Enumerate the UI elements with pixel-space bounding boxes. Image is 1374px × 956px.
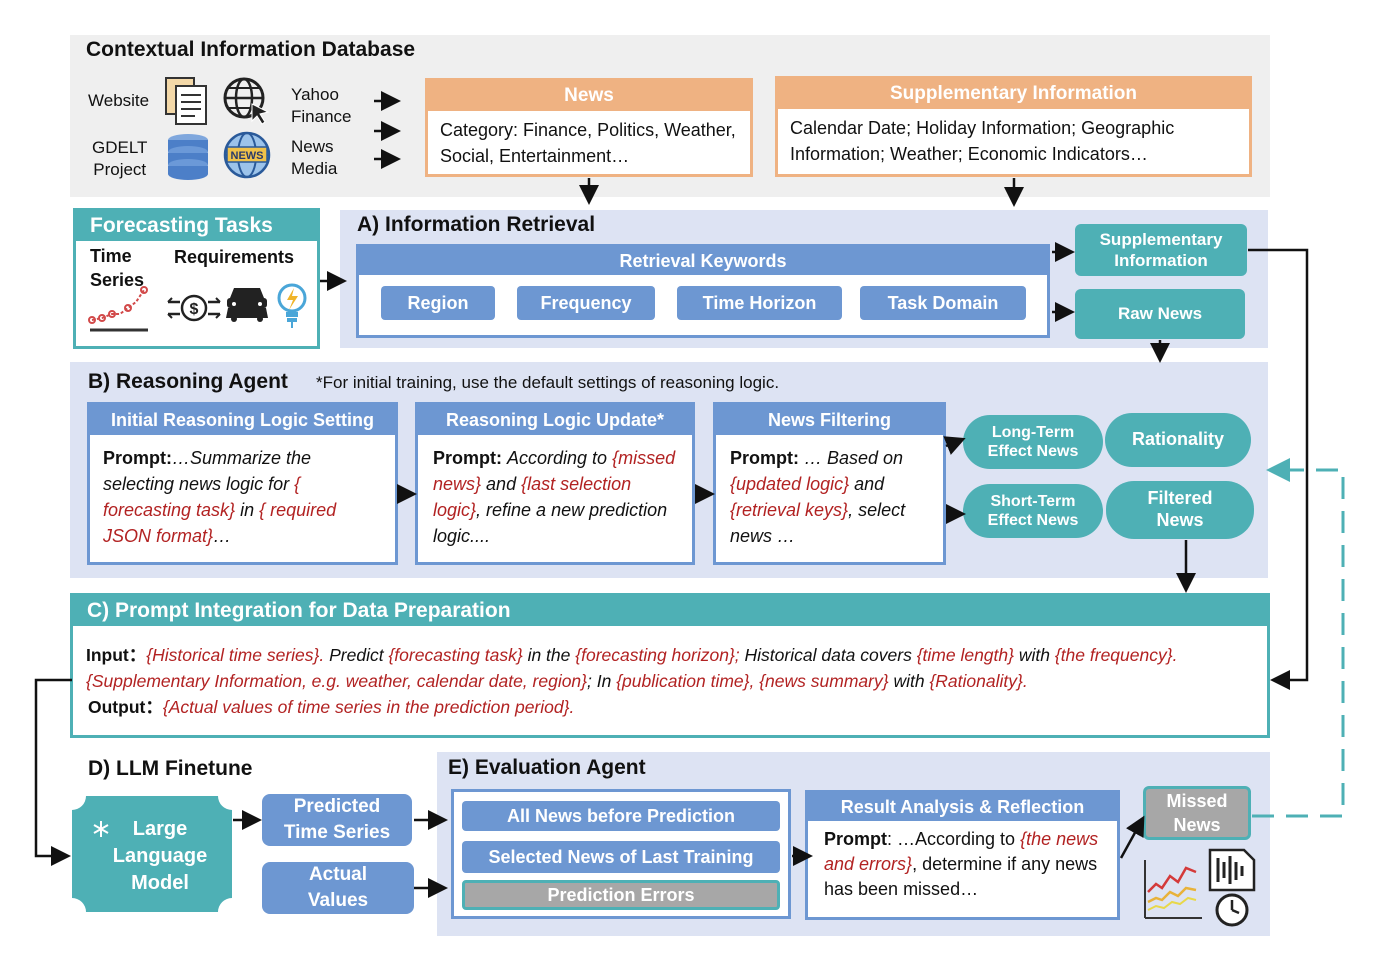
globe-cursor-icon bbox=[223, 77, 270, 125]
keyword-region: Region bbox=[381, 286, 495, 320]
database-title: Contextual Information Database bbox=[86, 38, 416, 61]
llm-model-node: Large Language Model bbox=[72, 796, 232, 912]
time-series-chart-icon bbox=[88, 286, 148, 332]
result-analysis-head: Result Analysis & Reflection bbox=[808, 793, 1117, 821]
news-filtering-prompt: Prompt: … Based on {updated logic} and {… bbox=[730, 448, 906, 546]
news-badge-text: NEWS bbox=[231, 150, 264, 162]
analysis-chart-icon bbox=[1144, 860, 1202, 919]
source-website-label: Website bbox=[88, 91, 150, 110]
svg-text:$: $ bbox=[190, 301, 199, 318]
predicted-time-series: Predicted Time Series bbox=[262, 794, 412, 846]
information-retrieval-title: A) Information Retrieval bbox=[357, 213, 596, 236]
prompt-integration-box: C) Prompt Integration for Data Preparati… bbox=[70, 593, 1270, 738]
initial-reasoning-prompt: Prompt:…Summarize the selecting news log… bbox=[103, 448, 337, 546]
output-label: Output： bbox=[88, 697, 163, 717]
input-label: Input： bbox=[86, 645, 147, 665]
database-cylinder-icon bbox=[168, 134, 208, 180]
energy-bulb-icon bbox=[277, 283, 307, 328]
result-analysis-card: Result Analysis & Reflection Prompt: …Ac… bbox=[805, 790, 1120, 920]
actual-values: Actual Values bbox=[262, 862, 414, 914]
news-filtering-card: News Filtering Prompt: … Based on {updat… bbox=[713, 402, 946, 565]
snowflake-icon bbox=[93, 821, 109, 837]
llm-label: Large Language Model bbox=[112, 818, 208, 894]
supplementary-info-box: Supplementary Information Calendar Date;… bbox=[775, 76, 1252, 177]
all-news-before-prediction: All News before Prediction bbox=[462, 801, 780, 831]
llm-finetune-title: D) LLM Finetune bbox=[88, 757, 253, 780]
supplementary-items: Calendar Date; Holiday Information; Geog… bbox=[790, 118, 1175, 164]
missed-news-node: Missed News bbox=[1143, 786, 1251, 840]
report-clock-icon bbox=[1208, 848, 1256, 927]
source-yahoo-label: Yahoo Finance bbox=[291, 85, 352, 126]
reasoning-update-prompt: Prompt: According to {missed news} and {… bbox=[433, 448, 676, 546]
retrieval-keywords-head: Retrieval Keywords bbox=[359, 247, 1047, 275]
finance-exchange-icon: $ bbox=[167, 294, 221, 322]
result-analysis-prompt: Prompt: …According to {the news and erro… bbox=[824, 829, 1099, 899]
prediction-errors: Prediction Errors bbox=[462, 880, 780, 910]
retrieved-supplementary-info: Supplementary Information bbox=[1075, 224, 1247, 276]
integration-output-text: Output：{Actual values of time series in … bbox=[88, 697, 575, 717]
short-term-effect-news: Short-Term Effect News bbox=[963, 484, 1103, 538]
source-newsmedia-label: News Media bbox=[291, 137, 338, 178]
initial-reasoning-card: Initial Reasoning Logic Setting Prompt:…… bbox=[87, 402, 398, 565]
keyword-time-horizon: Time Horizon bbox=[677, 286, 842, 320]
requirements-label: Requirements bbox=[174, 247, 295, 267]
reasoning-update-card: Reasoning Logic Update* Prompt: Accordin… bbox=[415, 402, 695, 565]
news-categories: Category: Finance, Politics, Weather, So… bbox=[440, 120, 736, 166]
supplementary-head: Supplementary Information bbox=[778, 79, 1249, 109]
keyword-frequency: Frequency bbox=[517, 286, 655, 320]
news-category-box: News Category: Finance, Politics, Weathe… bbox=[425, 78, 753, 177]
news-filtering-head: News Filtering bbox=[716, 405, 943, 435]
source-gdelt-label: GDELT Project bbox=[92, 138, 148, 179]
news-globe-icon: NEWS bbox=[223, 131, 271, 179]
time-series-label: Time Series bbox=[90, 246, 145, 290]
reasoning-update-head: Reasoning Logic Update* bbox=[418, 405, 692, 435]
rationality-node: Rationality bbox=[1105, 413, 1251, 467]
filtered-news-node: Filtered News bbox=[1106, 481, 1254, 539]
long-term-effect-news: Long-Term Effect News bbox=[963, 415, 1103, 469]
retrieved-raw-news: Raw News bbox=[1075, 289, 1245, 339]
website-document-icon bbox=[165, 77, 207, 125]
initial-reasoning-head: Initial Reasoning Logic Setting bbox=[90, 405, 395, 435]
selected-news-last-training: Selected News of Last Training bbox=[462, 841, 780, 873]
reasoning-note: *For initial training, use the default s… bbox=[316, 373, 780, 392]
integration-input-text: Input：{Historical time series}. Predict … bbox=[86, 645, 1178, 691]
keyword-task-domain: Task Domain bbox=[860, 286, 1026, 320]
forecasting-tasks-title: Forecasting Tasks bbox=[76, 211, 317, 241]
news-head: News bbox=[428, 81, 750, 111]
reasoning-agent-title: B) Reasoning Agent bbox=[88, 370, 288, 393]
evaluation-agent-title: E) Evaluation Agent bbox=[448, 756, 646, 779]
prompt-integration-title: C) Prompt Integration for Data Preparati… bbox=[73, 596, 1267, 626]
traffic-cars-icon bbox=[226, 288, 268, 322]
forecasting-tasks-box: Forecasting Tasks bbox=[73, 208, 320, 349]
